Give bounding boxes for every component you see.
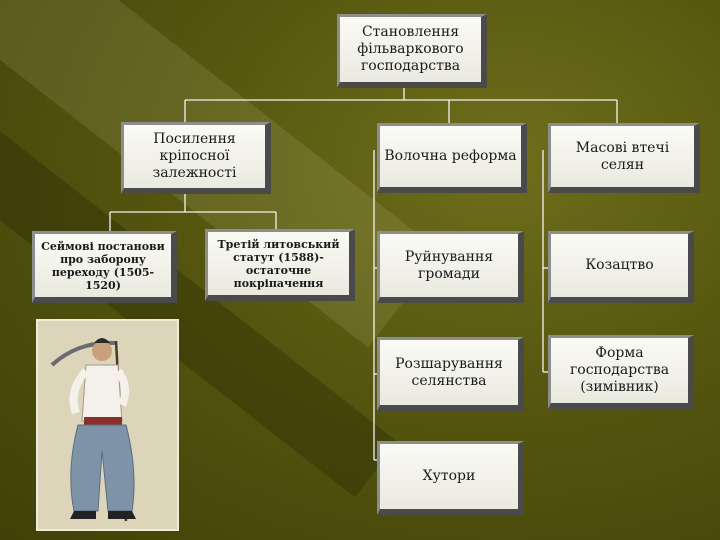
- node-seim-decrees: Сеймові постанови про заборону переходу …: [32, 231, 177, 303]
- node-community-ruin: Руйнування громади: [377, 231, 524, 303]
- node-economy-form: Форма господарства (зимівник): [548, 335, 694, 409]
- cossack-illustration: [36, 319, 179, 531]
- node-third-statute: Третій литовський статут (1588)- остаточ…: [205, 229, 355, 301]
- node-khutory: Хутори: [377, 441, 524, 515]
- node-cossacks: Козацтво: [548, 231, 694, 303]
- node-serfdom: Посилення кріпосної залежності: [121, 122, 271, 194]
- node-peasant-flight: Масові втечі селян: [548, 123, 700, 193]
- node-voloka-reform: Волочна реформа: [377, 123, 527, 193]
- node-stratification: Розшарування селянства: [377, 337, 524, 411]
- node-root: Становлення фільваркового господарства: [337, 14, 487, 88]
